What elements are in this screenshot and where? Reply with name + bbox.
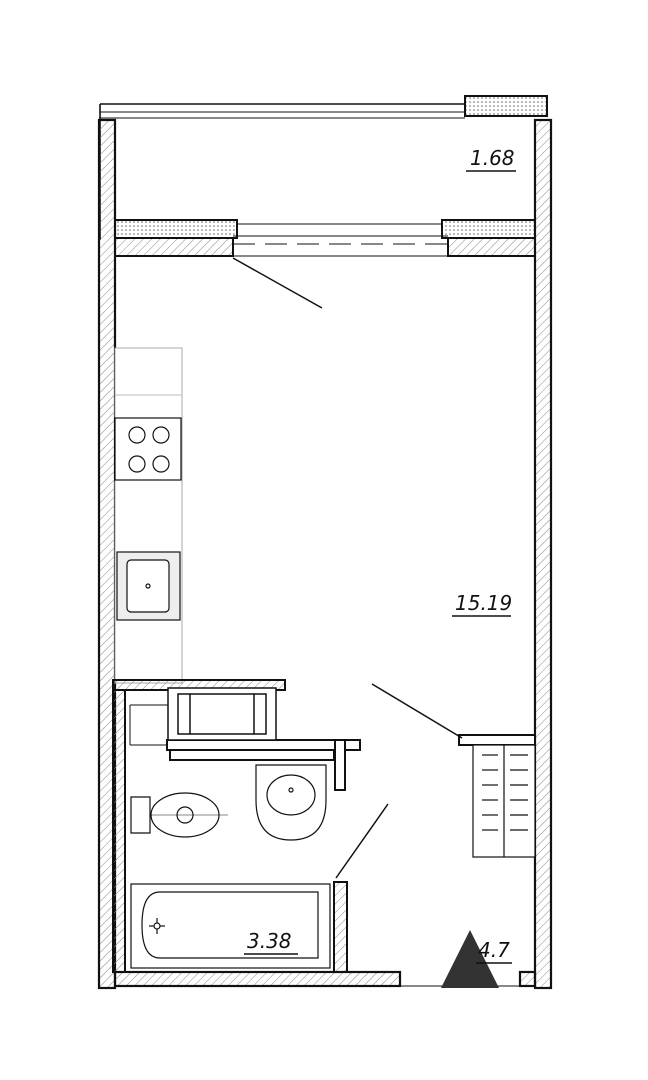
wardrobe-icon — [129, 687, 277, 746]
triangle-icon — [441, 930, 499, 988]
hall-area-label: 4.7 — [478, 938, 510, 962]
stove-icon — [114, 417, 182, 481]
bathroom-walls — [112, 679, 361, 973]
kitchen-sink-icon — [116, 551, 181, 621]
hall-door — [371, 683, 463, 739]
living-area-label: 15.19 — [455, 591, 512, 615]
exterior-walls — [97, 118, 553, 990]
balcony-railing — [99, 95, 548, 240]
bathroom-area-label: 3.38 — [247, 929, 292, 953]
bathroom-door — [335, 803, 389, 879]
balcony-area-label: 1.68 — [470, 146, 515, 170]
toilet-icon — [130, 792, 228, 838]
balcony-wall — [114, 219, 536, 257]
kitchen-counter — [114, 347, 183, 684]
hall-closet — [458, 734, 536, 858]
bathtub-icon — [130, 883, 331, 969]
washbasin-icon — [255, 764, 327, 841]
balcony-door — [232, 257, 323, 309]
